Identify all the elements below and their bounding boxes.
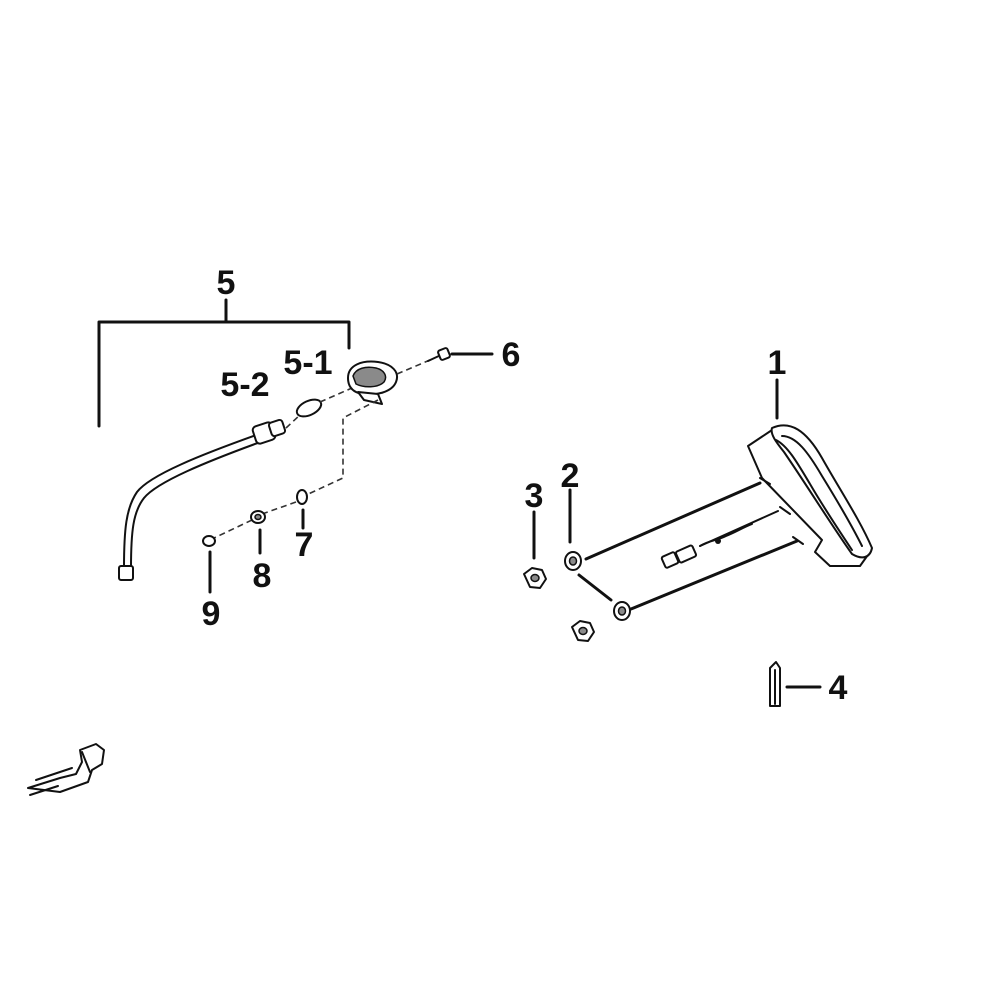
part-5-lamp-housing [347,359,431,405]
part-1-tail-light [584,378,873,611]
part-9-nut [202,535,216,594]
callout-5-2: 5-2 [220,366,269,404]
callout-1: 1 [768,344,787,382]
callout-8: 8 [253,557,272,595]
callout-5: 5 [217,264,236,302]
callout-3: 3 [525,477,544,515]
part-5-1-bulb [285,387,353,429]
assembly-dashed-path [213,399,379,539]
part-2-washers [564,488,631,621]
callout-7: 7 [295,526,314,564]
callout-5-1: 5-1 [283,344,332,382]
callout-2: 2 [561,457,580,495]
part-3-nuts [523,510,595,642]
assembly-5-bracket [97,298,351,428]
part-4-pin [769,661,822,707]
callout-6: 6 [502,336,521,374]
part-8-washer [250,510,266,555]
part-6-screw [427,347,494,362]
callout-4: 4 [829,669,848,707]
part-5-2-cable [118,418,287,581]
part-7-washer [296,489,308,530]
front-direction-arrow-icon [27,743,105,796]
callout-9: 9 [202,595,221,633]
